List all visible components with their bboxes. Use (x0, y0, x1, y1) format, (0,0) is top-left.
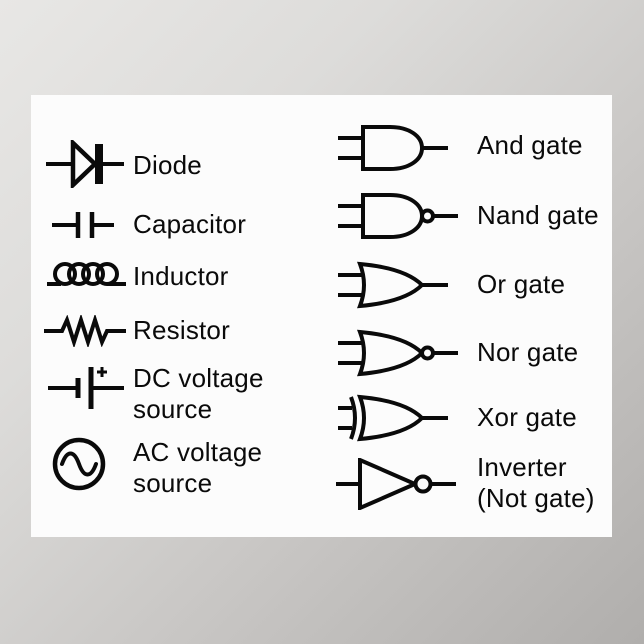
inductor-icon (47, 262, 126, 286)
xor-gate-label: Xor gate (477, 402, 577, 432)
diode-icon (46, 140, 124, 188)
nor-gate-label: Nor gate (477, 337, 579, 367)
and-gate-icon (338, 125, 448, 171)
nand-gate-label: Nand gate (477, 200, 599, 230)
resistor-label: Resistor (133, 315, 230, 345)
xor-gate-icon (338, 394, 448, 442)
capacitor-label: Capacitor (133, 209, 247, 239)
and-gate-label: And gate (477, 130, 583, 160)
or-gate-label: Or gate (477, 269, 566, 299)
dc-voltage-source-label: DC voltage source (133, 363, 264, 424)
inductor-label: Inductor (133, 261, 229, 291)
inverter-label: Inverter (Not gate) (477, 452, 595, 513)
nand-gate-icon (338, 193, 458, 239)
diode-label: Diode (133, 150, 202, 180)
nor-gate-icon (338, 329, 458, 377)
ac-voltage-source-label: AC voltage source (133, 437, 263, 498)
resistor-icon (44, 315, 126, 347)
inverter-icon (336, 458, 456, 510)
capacitor-icon (52, 212, 114, 238)
poster: Diode Capacitor Inductor Resistor DC vol… (31, 95, 612, 537)
or-gate-icon (338, 261, 448, 309)
dc-voltage-source-icon (48, 367, 124, 409)
ac-voltage-source-icon (52, 437, 106, 491)
